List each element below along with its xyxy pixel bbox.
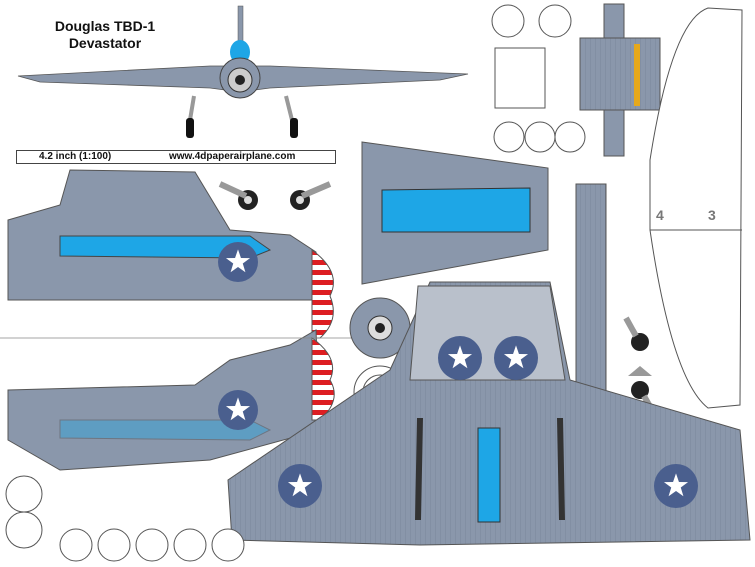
upper-right-parts: [491, 3, 661, 157]
fold-number-left: 4: [656, 207, 664, 223]
scale-bar: 4.2 inch (1:100) www.4dpaperairplane.com: [16, 150, 336, 164]
website-label: www.4dpaperairplane.com: [169, 151, 296, 162]
lower-left-circles: [5, 475, 245, 562]
title-line-1: Douglas TBD-1: [54, 18, 156, 34]
front-view: [17, 5, 469, 138]
model-title: Douglas TBD-1 Devastator: [40, 18, 170, 52]
tail-fin-outline: 4 3: [649, 7, 743, 409]
fuselage-upper: [7, 169, 334, 339]
main-wing-top-view: [227, 281, 751, 546]
title-line-2: Devastator: [68, 35, 142, 51]
side-strip: [575, 183, 607, 405]
landing-gear-parts: [218, 181, 655, 412]
fold-number-right: 3: [708, 207, 716, 223]
scale-label: 4.2 inch (1:100): [39, 151, 112, 162]
fuselage-lower: [7, 329, 335, 471]
canopy-piece: [361, 141, 549, 285]
